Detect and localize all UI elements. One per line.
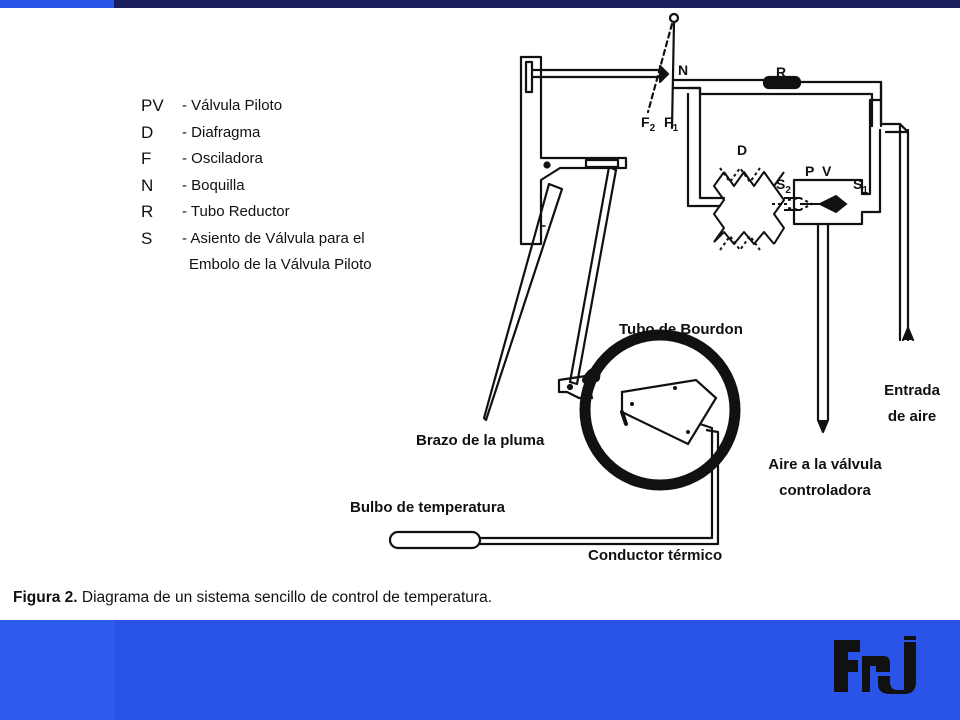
legend-desc: - Diafragma (182, 123, 261, 141)
legend-desc: - Osciladora (182, 150, 263, 167)
pilot-plunger (800, 194, 848, 214)
legend-abbr: N (141, 175, 154, 195)
temperature-bulb (388, 530, 482, 550)
label-air-inlet: Entrada de aire (884, 382, 940, 425)
flapper-arm (530, 68, 664, 79)
letter-pv: P V (805, 163, 834, 179)
legend-continuation: Embolo de la Válvula Piloto (189, 256, 372, 273)
letter-r: R (776, 64, 787, 80)
legend-abbr: PV (141, 96, 164, 115)
figure-caption: Figura 2. Diagrama de un sistema sencill… (13, 589, 493, 606)
label-pen-arm: Brazo de la pluma (416, 432, 545, 449)
legend-desc: - Tubo Reductor (182, 203, 290, 220)
flapper (670, 20, 676, 130)
label-temperature-bulb: Bulbo de temperatura (350, 499, 506, 516)
label-bourdon-tube: Tubo de Bourdon (619, 321, 743, 338)
bourdon-tube (579, 329, 741, 491)
thermal-conductor (478, 422, 720, 546)
bracket-slot (524, 60, 534, 94)
top-bar-accent (0, 0, 114, 8)
nozzle (658, 64, 670, 84)
temperature-control-diagram (388, 12, 915, 550)
link-block (584, 158, 620, 169)
legend-desc: - Válvula Piloto (182, 97, 283, 114)
link-rod (568, 165, 618, 386)
bourdon-plate (620, 378, 718, 446)
support-bracket (519, 55, 628, 246)
letter-s2: S2 (776, 176, 791, 196)
letter-d: D (737, 142, 748, 158)
bottom-band-accent (0, 620, 114, 720)
brand-logo (834, 636, 916, 694)
label-thermal-conductor: Conductor térmico (588, 547, 723, 564)
letter-s1: S1 (853, 176, 868, 196)
pilot-valve-body (792, 98, 882, 422)
legend-abbr: F (141, 149, 152, 168)
letter-n: N (678, 62, 689, 78)
restrictor (762, 75, 802, 90)
legend-abbr: D (141, 122, 154, 142)
bottom-band (0, 620, 960, 720)
legend-abbr: R (141, 202, 154, 221)
label-air-to-valve: Aire a la válvula controladora (768, 456, 882, 499)
legend-abbr: S (141, 228, 153, 248)
letter-f2: F2 (641, 114, 656, 134)
pen-arm (482, 182, 564, 422)
top-bar (0, 0, 960, 8)
legend-desc: - Asiento de Válvula para el (182, 229, 365, 247)
legend-desc: - Boquilla (182, 176, 245, 194)
bracket-pivot (543, 161, 551, 169)
letter-f1: F1 (664, 114, 679, 134)
flapper-pivot (668, 12, 680, 24)
diaphragm-loop (686, 92, 726, 208)
